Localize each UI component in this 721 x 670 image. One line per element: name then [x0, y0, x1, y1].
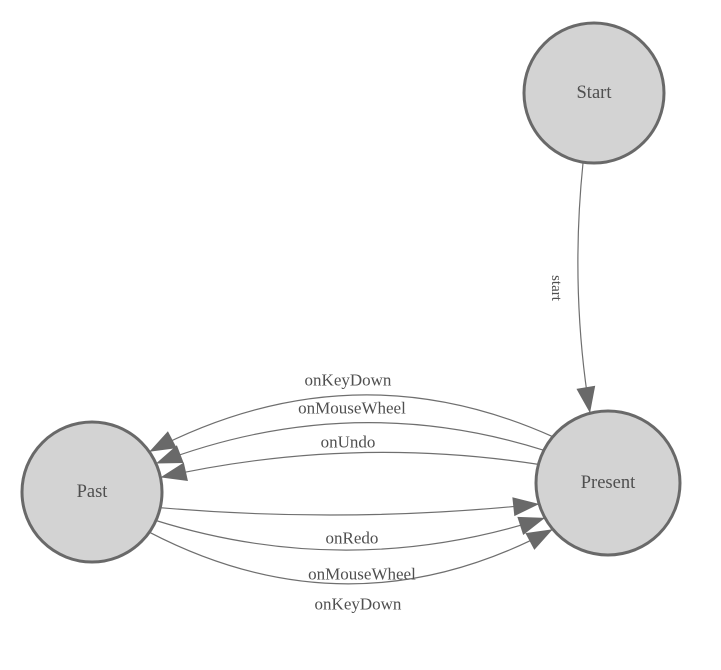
edge-5-onmousewheel-label: onMouseWheel — [308, 565, 416, 584]
node-present-label: Present — [581, 473, 636, 493]
edge-4-onredo-label: onRedo — [326, 529, 379, 548]
edge-0-start-path — [577, 162, 591, 414]
edge-1-onkeydown-label: onKeyDown — [305, 371, 392, 390]
edge-1-onkeydown-arrowhead-icon — [149, 431, 177, 452]
node-past-circle — [20, 420, 164, 564]
edge-0-start-label: start — [548, 275, 564, 302]
edge-2-onmousewheel-path — [155, 422, 545, 465]
edge-6-onkeydown-path — [149, 528, 554, 585]
edge-4-onredo-arrowhead-icon — [512, 497, 540, 517]
edge-5-onmousewheel-arrowhead-icon — [517, 516, 545, 535]
edge-6-onkeydown-arrowhead-icon — [525, 529, 553, 550]
node-start-label: Start — [577, 83, 613, 103]
edge-6-onkeydown-label: onKeyDown — [315, 595, 402, 614]
node-present-circle — [534, 409, 682, 557]
edge-3-onundo-path — [160, 451, 539, 478]
edge-0-start-arrowhead-icon — [576, 385, 596, 413]
edge-3-onundo-label: onUndo — [321, 433, 376, 452]
edge-3-onundo-arrowhead-icon — [160, 462, 188, 481]
edge-2-onmousewheel-arrowhead-icon — [156, 445, 184, 464]
node-start-circle — [522, 21, 666, 165]
edge-4-onredo-path — [160, 503, 540, 516]
node-past-label: Past — [77, 482, 109, 502]
edge-1-onkeydown-path — [149, 394, 554, 453]
edge-5-onmousewheel-path — [155, 517, 546, 551]
edge-2-onmousewheel-label: onMouseWheel — [298, 399, 406, 418]
